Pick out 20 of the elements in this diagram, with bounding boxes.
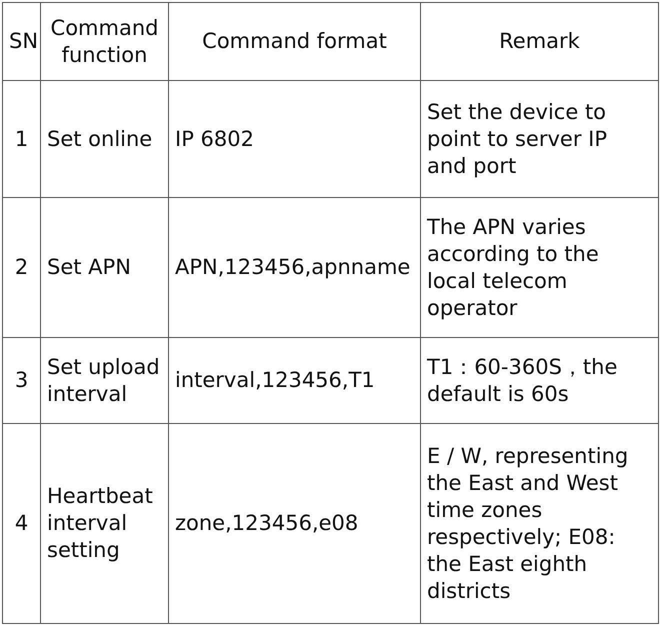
table-cell: T1：60-360S，the default is 60s (420, 338, 658, 424)
header-cell: SN (2, 2, 40, 80)
table-cell: Set the device to point to server IP and port (420, 80, 658, 198)
table-cell: Heartbeat interval setting (40, 424, 168, 624)
table-cell: 1 (2, 80, 40, 198)
table-cell: APN,123456,apnname (168, 198, 420, 338)
table-cell: The APN varies according to the local telecom operator (420, 198, 658, 338)
table-cell: Set APN (40, 198, 168, 338)
table-cell: Set online (40, 80, 168, 198)
header-cell: Command format (168, 2, 420, 80)
table-cell: E / W, representing the East and West time zones respectively; E08: the East eighth districts (420, 424, 658, 624)
header-cell: Remark (420, 2, 658, 80)
table-cell: IP 6802 (168, 80, 420, 198)
table-cell: 3 (2, 338, 40, 424)
table-cell: 2 (2, 198, 40, 338)
table-cell: zone,123456,e08 (168, 424, 420, 624)
header-cell: Command function (40, 2, 168, 80)
table-cell: interval,123456,T1 (168, 338, 420, 424)
table-cell: Set upload interval (40, 338, 168, 424)
table-cell: 4 (2, 424, 40, 624)
